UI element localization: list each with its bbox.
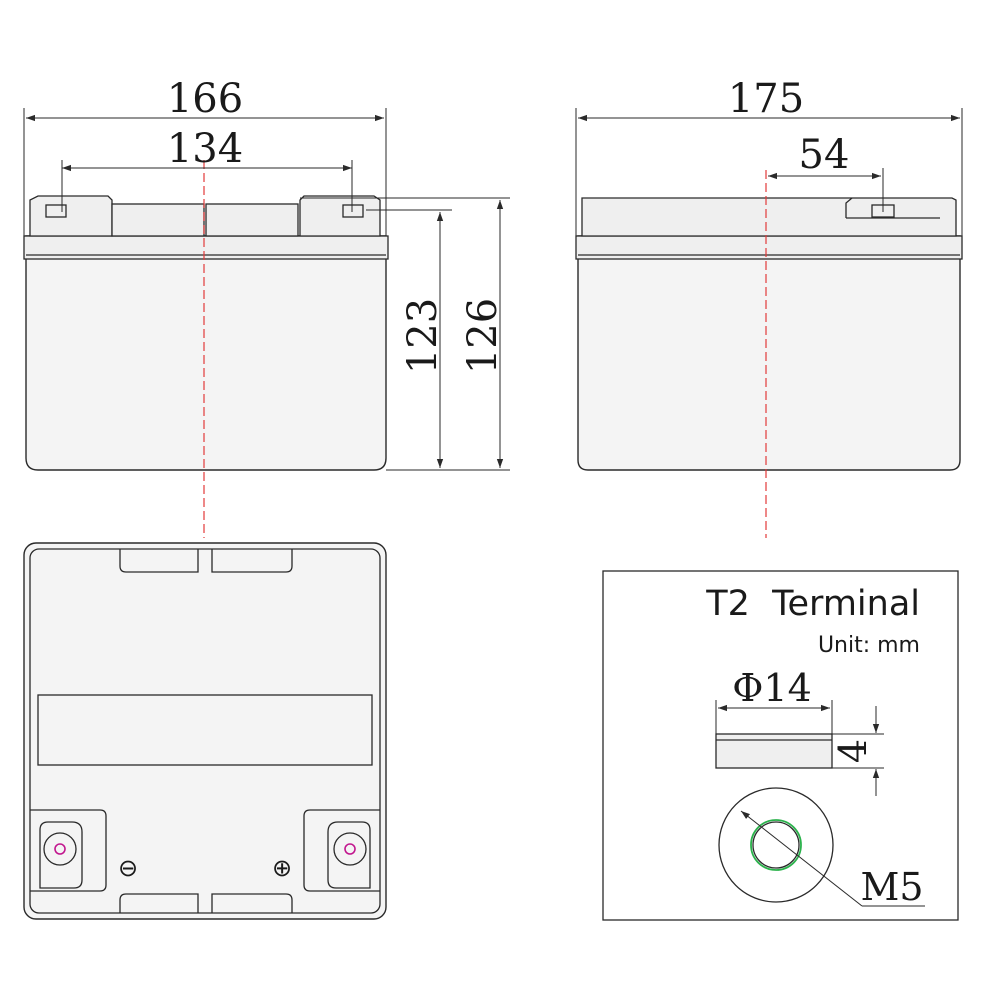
top-battery-inner xyxy=(29,548,381,914)
dim-terminal-spacing: 134 xyxy=(167,126,243,172)
side-view: 175 54 xyxy=(575,76,963,538)
terminal-bolt-ring xyxy=(750,819,802,871)
terminal-hole-left xyxy=(54,843,66,855)
positive-symbol: ⊕ xyxy=(272,854,292,882)
terminal-unit: Unit: mm xyxy=(818,633,920,658)
dim-height-total: 126 xyxy=(460,298,506,374)
terminal-title: T2 Terminal xyxy=(705,584,920,624)
top-battery-outline xyxy=(23,542,387,920)
dim-terminal-diameter: Φ14 xyxy=(732,666,812,710)
top-notch-lower xyxy=(119,893,293,913)
front-terminal-left xyxy=(45,204,67,218)
front-view: 166 134 123 126 xyxy=(23,76,510,538)
dim-terminal-height: 4 xyxy=(831,739,875,763)
side-lid-top xyxy=(581,197,957,237)
side-battery-case xyxy=(577,235,961,471)
dim-terminal-offset: 54 xyxy=(799,132,850,178)
front-lid-top xyxy=(29,195,113,237)
terminal-detail-frame xyxy=(602,570,959,921)
bolt-leader-line xyxy=(740,810,863,907)
bolt-size: M5 xyxy=(860,865,923,909)
dim-overall-length: 175 xyxy=(728,76,804,122)
top-terminal-pocket-left xyxy=(30,809,107,892)
terminal-detail-panel: T2 Terminal Unit: mm Φ14 4 M5 xyxy=(602,570,959,921)
front-battery-case xyxy=(25,235,387,471)
top-label-panel xyxy=(37,694,373,766)
top-notch-upper xyxy=(119,549,293,573)
negative-symbol: ⊖ xyxy=(118,854,138,882)
dim-height-body: 123 xyxy=(400,298,446,374)
front-terminal-right xyxy=(342,204,364,218)
terminal-hole-right xyxy=(344,843,356,855)
terminal-top-outer xyxy=(718,787,834,903)
terminal-side-profile xyxy=(715,733,833,769)
dim-overall-width: 166 xyxy=(167,76,243,122)
top-view: ⊖ ⊕ xyxy=(23,542,387,920)
top-terminal-pocket-right xyxy=(303,809,380,892)
